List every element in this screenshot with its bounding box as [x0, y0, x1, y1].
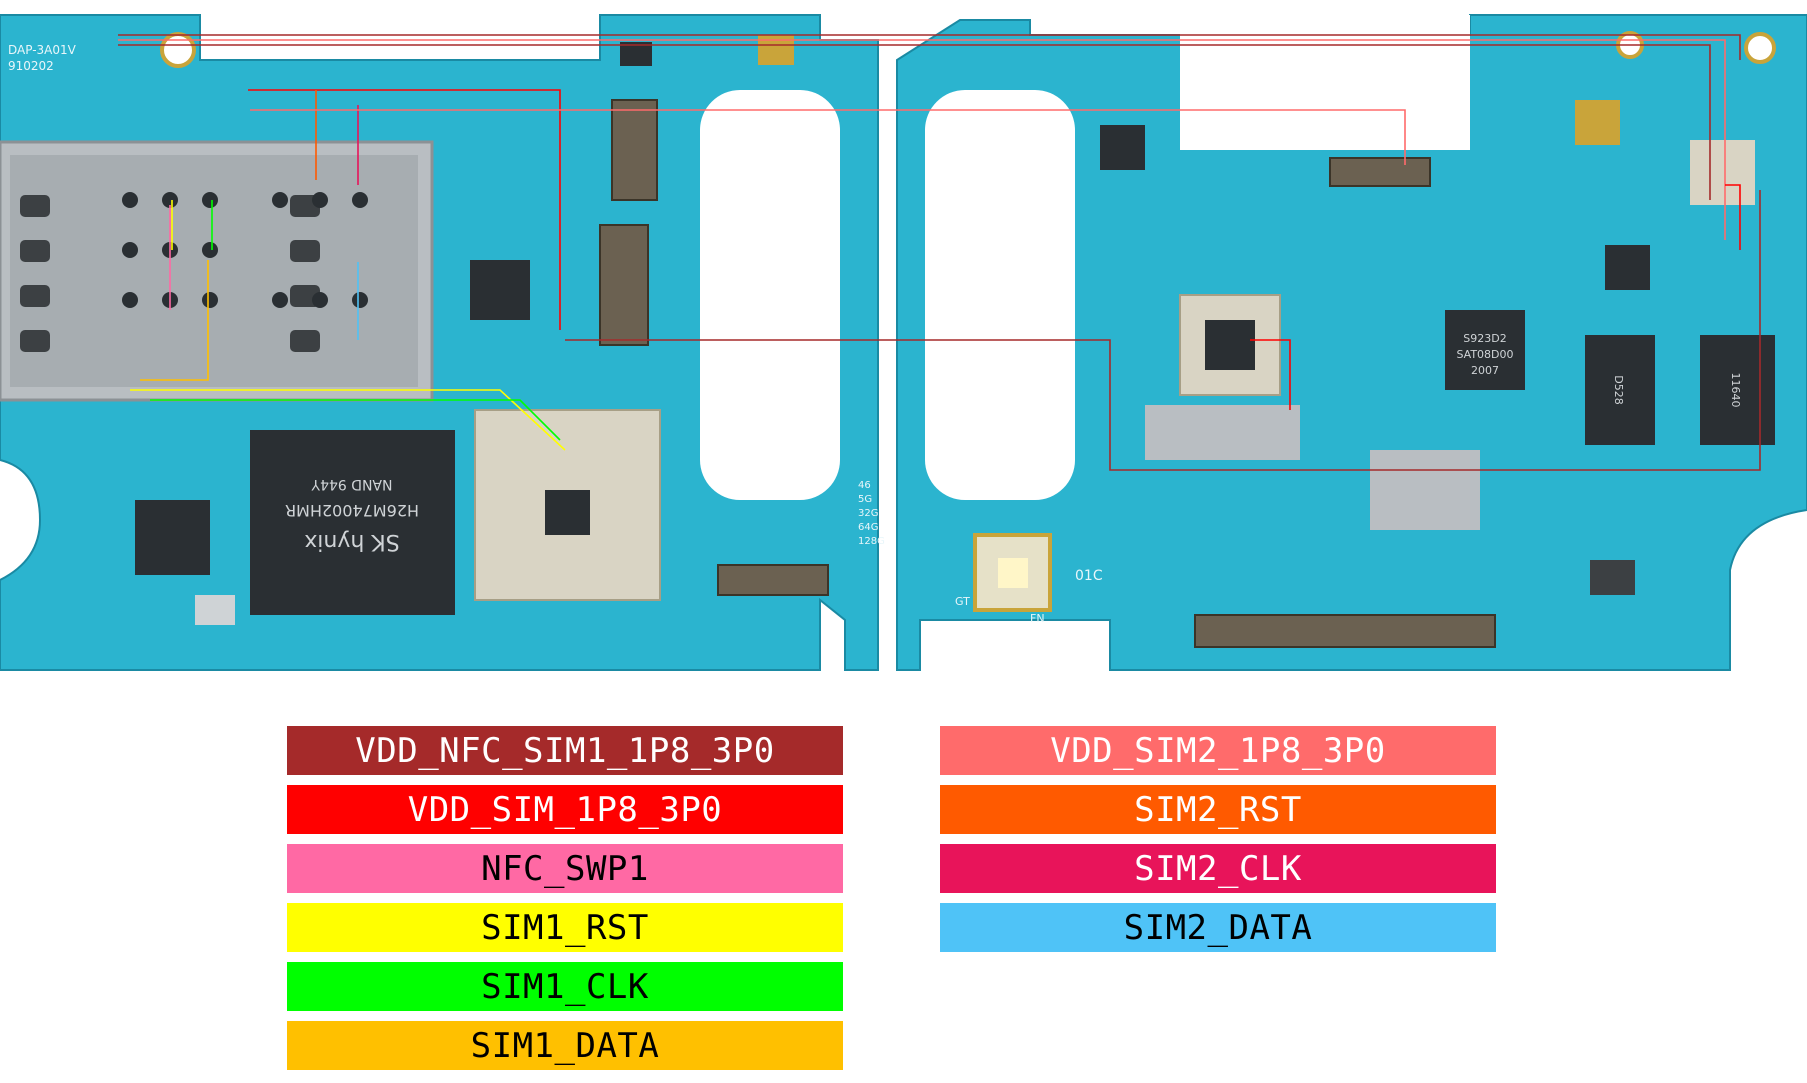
connector: [1329, 157, 1431, 187]
soc-bga-center: [545, 490, 590, 535]
connector: [717, 564, 829, 596]
sim-tray-inner: [10, 155, 418, 387]
flash-led-housing: [973, 533, 1052, 612]
right-board: 01C GT FN S923D2 SAT08D00 2007 D528 1164…: [896, 14, 1807, 671]
component: [1590, 560, 1635, 595]
trace-vdd-sim2: [118, 39, 1726, 240]
ic-label: D528: [1612, 375, 1625, 404]
trace-sim1-rst: [130, 200, 566, 451]
component: [195, 595, 235, 625]
trace-vdd-sim: [1725, 184, 1741, 250]
connector: [599, 224, 649, 346]
legend-item: SIM2_RST: [940, 785, 1496, 834]
signal-traces: [118, 34, 1761, 471]
legend-item: SIM1_DATA: [287, 1021, 843, 1070]
trace-vdd-sim: [1250, 339, 1291, 410]
ic-chip: [1100, 125, 1145, 170]
pmic-sub-label: SAT08D00: [1456, 348, 1513, 361]
trace-vdd-sim2: [250, 109, 1406, 165]
side-mark-label: 5G: [858, 494, 872, 505]
legend-item: SIM1_CLK: [287, 962, 843, 1011]
flash-chip: [250, 430, 455, 615]
legend-item: SIM2_CLK: [940, 844, 1496, 893]
left-board-cutout: [700, 90, 840, 500]
small-chip: [470, 260, 530, 320]
trace-vdd-nfc-sim1: [118, 44, 1711, 200]
legend-item: VDD_SIM_1P8_3P0: [287, 785, 843, 834]
trace-sim1-clk: [150, 200, 561, 441]
sim-pads: [122, 192, 368, 308]
small-chip: [135, 500, 210, 575]
pmic-part-label: S923D2: [1463, 332, 1506, 345]
left-board: SK hynix H26M74002HMR NAND 944Y DAP-3A01…: [0, 14, 885, 671]
small-chip: [620, 42, 652, 66]
legend-item: NFC_SWP1: [287, 844, 843, 893]
version-label: 01C: [1075, 568, 1103, 584]
component-row: [1145, 405, 1300, 460]
legend-item: VDD_SIM2_1P8_3P0: [940, 726, 1496, 775]
mount-hole: [1744, 32, 1776, 64]
mount-hole: [160, 32, 196, 68]
side-mark-label: 46: [858, 480, 871, 491]
ic-label: 11640: [1729, 373, 1742, 408]
board-code-label-2: 910202: [8, 59, 54, 73]
trace-vdd-nfc-sim1: [118, 34, 1741, 60]
side-marks: 46 5G 32G 64G 128G: [858, 480, 885, 547]
board-code-label: DAP-3A01V: [8, 43, 77, 57]
fn-label: FN: [1030, 612, 1045, 625]
pmic-date-label: 2007: [1471, 364, 1499, 377]
flash-led: [998, 558, 1028, 588]
ic-chip: [1700, 335, 1775, 445]
trace-sim1-data: [140, 260, 209, 381]
ic-chip: [1605, 245, 1650, 290]
trace-vdd-nfc-sim1: [565, 190, 1761, 471]
legend-item: SIM2_DATA: [940, 903, 1496, 952]
ic-chip: [1690, 140, 1755, 205]
flash-sub-label: NAND 944Y: [311, 476, 392, 492]
connector: [1194, 614, 1496, 648]
trace-vdd-sim: [248, 89, 561, 330]
ic-chip: [1585, 335, 1655, 445]
ic-chip: [1575, 100, 1620, 145]
side-mark-label: 64G: [858, 522, 878, 533]
flash-part-label: H26M74002HMR: [285, 501, 419, 520]
bga-chip-center: [1205, 320, 1255, 370]
side-mark-label: 128G: [858, 536, 885, 547]
side-mark-label: 32G: [858, 508, 878, 519]
flash-brand-label: SK hynix: [304, 529, 399, 554]
legend-item: VDD_NFC_SIM1_1P8_3P0: [287, 726, 843, 775]
legend-item: SIM1_RST: [287, 903, 843, 952]
right-board-cutout: [925, 90, 1075, 500]
component-row: [1370, 450, 1480, 530]
gt-label: GT: [955, 595, 970, 608]
connector: [611, 99, 658, 201]
pcb-board-diagram: SK hynix H26M74002HMR NAND 944Y DAP-3A01…: [0, 14, 1807, 671]
pmic-chip: [1445, 310, 1525, 390]
